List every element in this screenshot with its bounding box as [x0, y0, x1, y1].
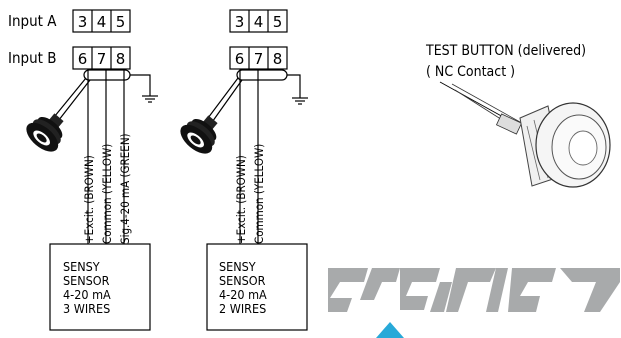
input-a-label: Input A: [8, 12, 57, 30]
terminal-3: 3: [235, 13, 245, 31]
terminal-5: 5: [116, 13, 126, 31]
sensor-box-line: SENSY: [219, 259, 256, 274]
sensor-box-line: SENSOR: [219, 273, 266, 288]
wire-label-yellow: Common (YELLOW): [100, 144, 114, 244]
test-button-icon: [439, 81, 611, 188]
wire-label-brown: +Excit. (BROWN): [82, 155, 96, 244]
sensor-box-2-wires: [206, 243, 308, 331]
sensy-logo: [326, 250, 621, 338]
terminal-7: 7: [254, 50, 264, 68]
sensor-box-line: 2 WIRES: [219, 301, 266, 316]
left-wires: [49, 69, 151, 244]
test-button-subtitle: ( NC Contact ): [426, 64, 515, 80]
sensor-box-line: SENSY: [63, 259, 100, 274]
input-b-label: Input B: [8, 49, 57, 67]
terminal-7: 7: [97, 50, 107, 68]
terminal-6: 6: [78, 50, 88, 68]
ground-icon: [142, 95, 158, 103]
terminal-8: 8: [273, 50, 283, 68]
sensor-box-line: 4-20 mA: [219, 287, 267, 302]
connector-plug-icon: [26, 113, 64, 152]
wire-label-brown: +Excit. (BROWN): [234, 155, 248, 244]
input-b-terminal-block: [72, 46, 131, 70]
terminal-6: 6: [235, 50, 245, 68]
sensor-box-line: 3 WIRES: [63, 301, 110, 316]
ground-icon: [292, 97, 308, 105]
connector-plug-icon: [180, 115, 218, 154]
terminal-4: 4: [254, 13, 264, 31]
wire-label-green: Sig.4-20 mA (GREEN): [118, 133, 132, 244]
terminal-8: 8: [116, 50, 126, 68]
sensor-box-line: SENSOR: [63, 273, 110, 288]
terminal-4: 4: [97, 13, 107, 31]
sensor-box-3-wires: [49, 243, 151, 331]
terminal-3: 3: [78, 13, 88, 31]
middle-wires: [204, 69, 301, 244]
terminal-5: 5: [273, 13, 283, 31]
middle-terminal-block-top: [229, 9, 288, 33]
wire-label-yellow: Common (YELLOW): [252, 144, 266, 244]
sensor-box-line: 4-20 mA: [63, 287, 111, 302]
input-a-terminal-block: [72, 9, 131, 33]
test-button-title: TEST BUTTON (delivered): [425, 43, 586, 59]
